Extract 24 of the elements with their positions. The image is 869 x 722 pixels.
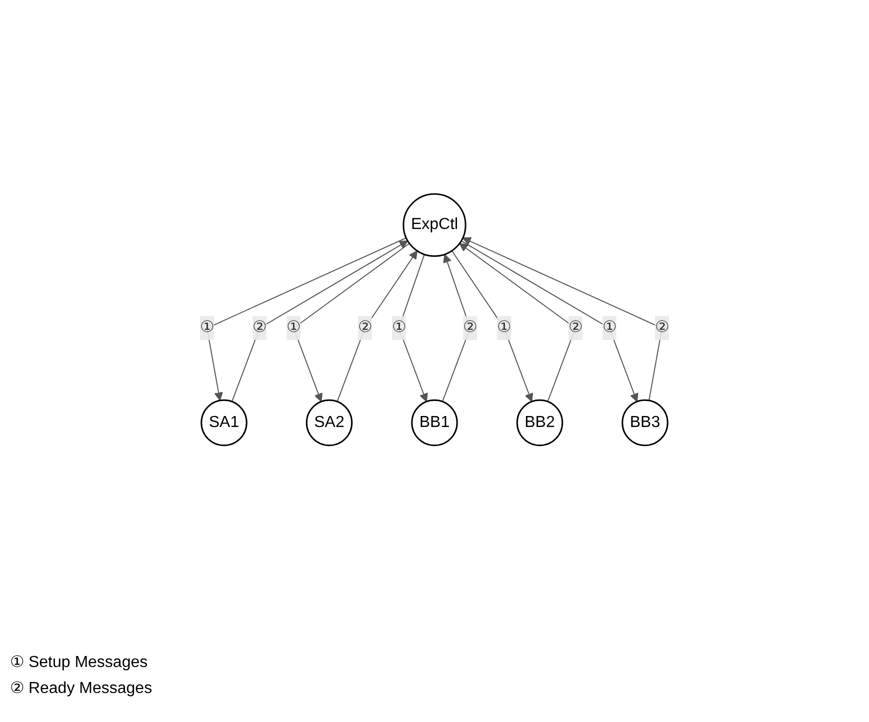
arrow bbox=[462, 237, 663, 402]
edge-label: ① bbox=[200, 319, 214, 336]
edge-label: ② bbox=[358, 319, 372, 336]
edge-label: ① bbox=[497, 319, 512, 336]
node-circle: SA1 bbox=[200, 400, 248, 446]
edge-label: ② bbox=[655, 319, 669, 336]
edge-label: ① bbox=[286, 319, 301, 336]
edge-label: ① bbox=[392, 319, 406, 336]
legend-text: ② Ready Messages bbox=[10, 679, 152, 699]
node-circle: BB1 bbox=[411, 400, 458, 446]
arrow bbox=[451, 250, 534, 402]
legend-text: ① Setup Messages bbox=[10, 653, 148, 673]
arrow bbox=[206, 238, 407, 402]
node-circle: BB2 bbox=[516, 400, 564, 446]
edge-label: ② bbox=[568, 319, 582, 336]
node-circle: SA2 bbox=[306, 400, 353, 446]
arrow bbox=[460, 240, 638, 402]
arrow bbox=[336, 250, 418, 402]
edge-label: ② bbox=[463, 319, 478, 336]
edge-label: ① bbox=[602, 319, 616, 336]
arrow bbox=[231, 240, 408, 402]
edge-label: ② bbox=[252, 319, 267, 336]
node-circle: BB3 bbox=[622, 400, 668, 446]
node-circle: ExpCtl bbox=[402, 194, 466, 258]
